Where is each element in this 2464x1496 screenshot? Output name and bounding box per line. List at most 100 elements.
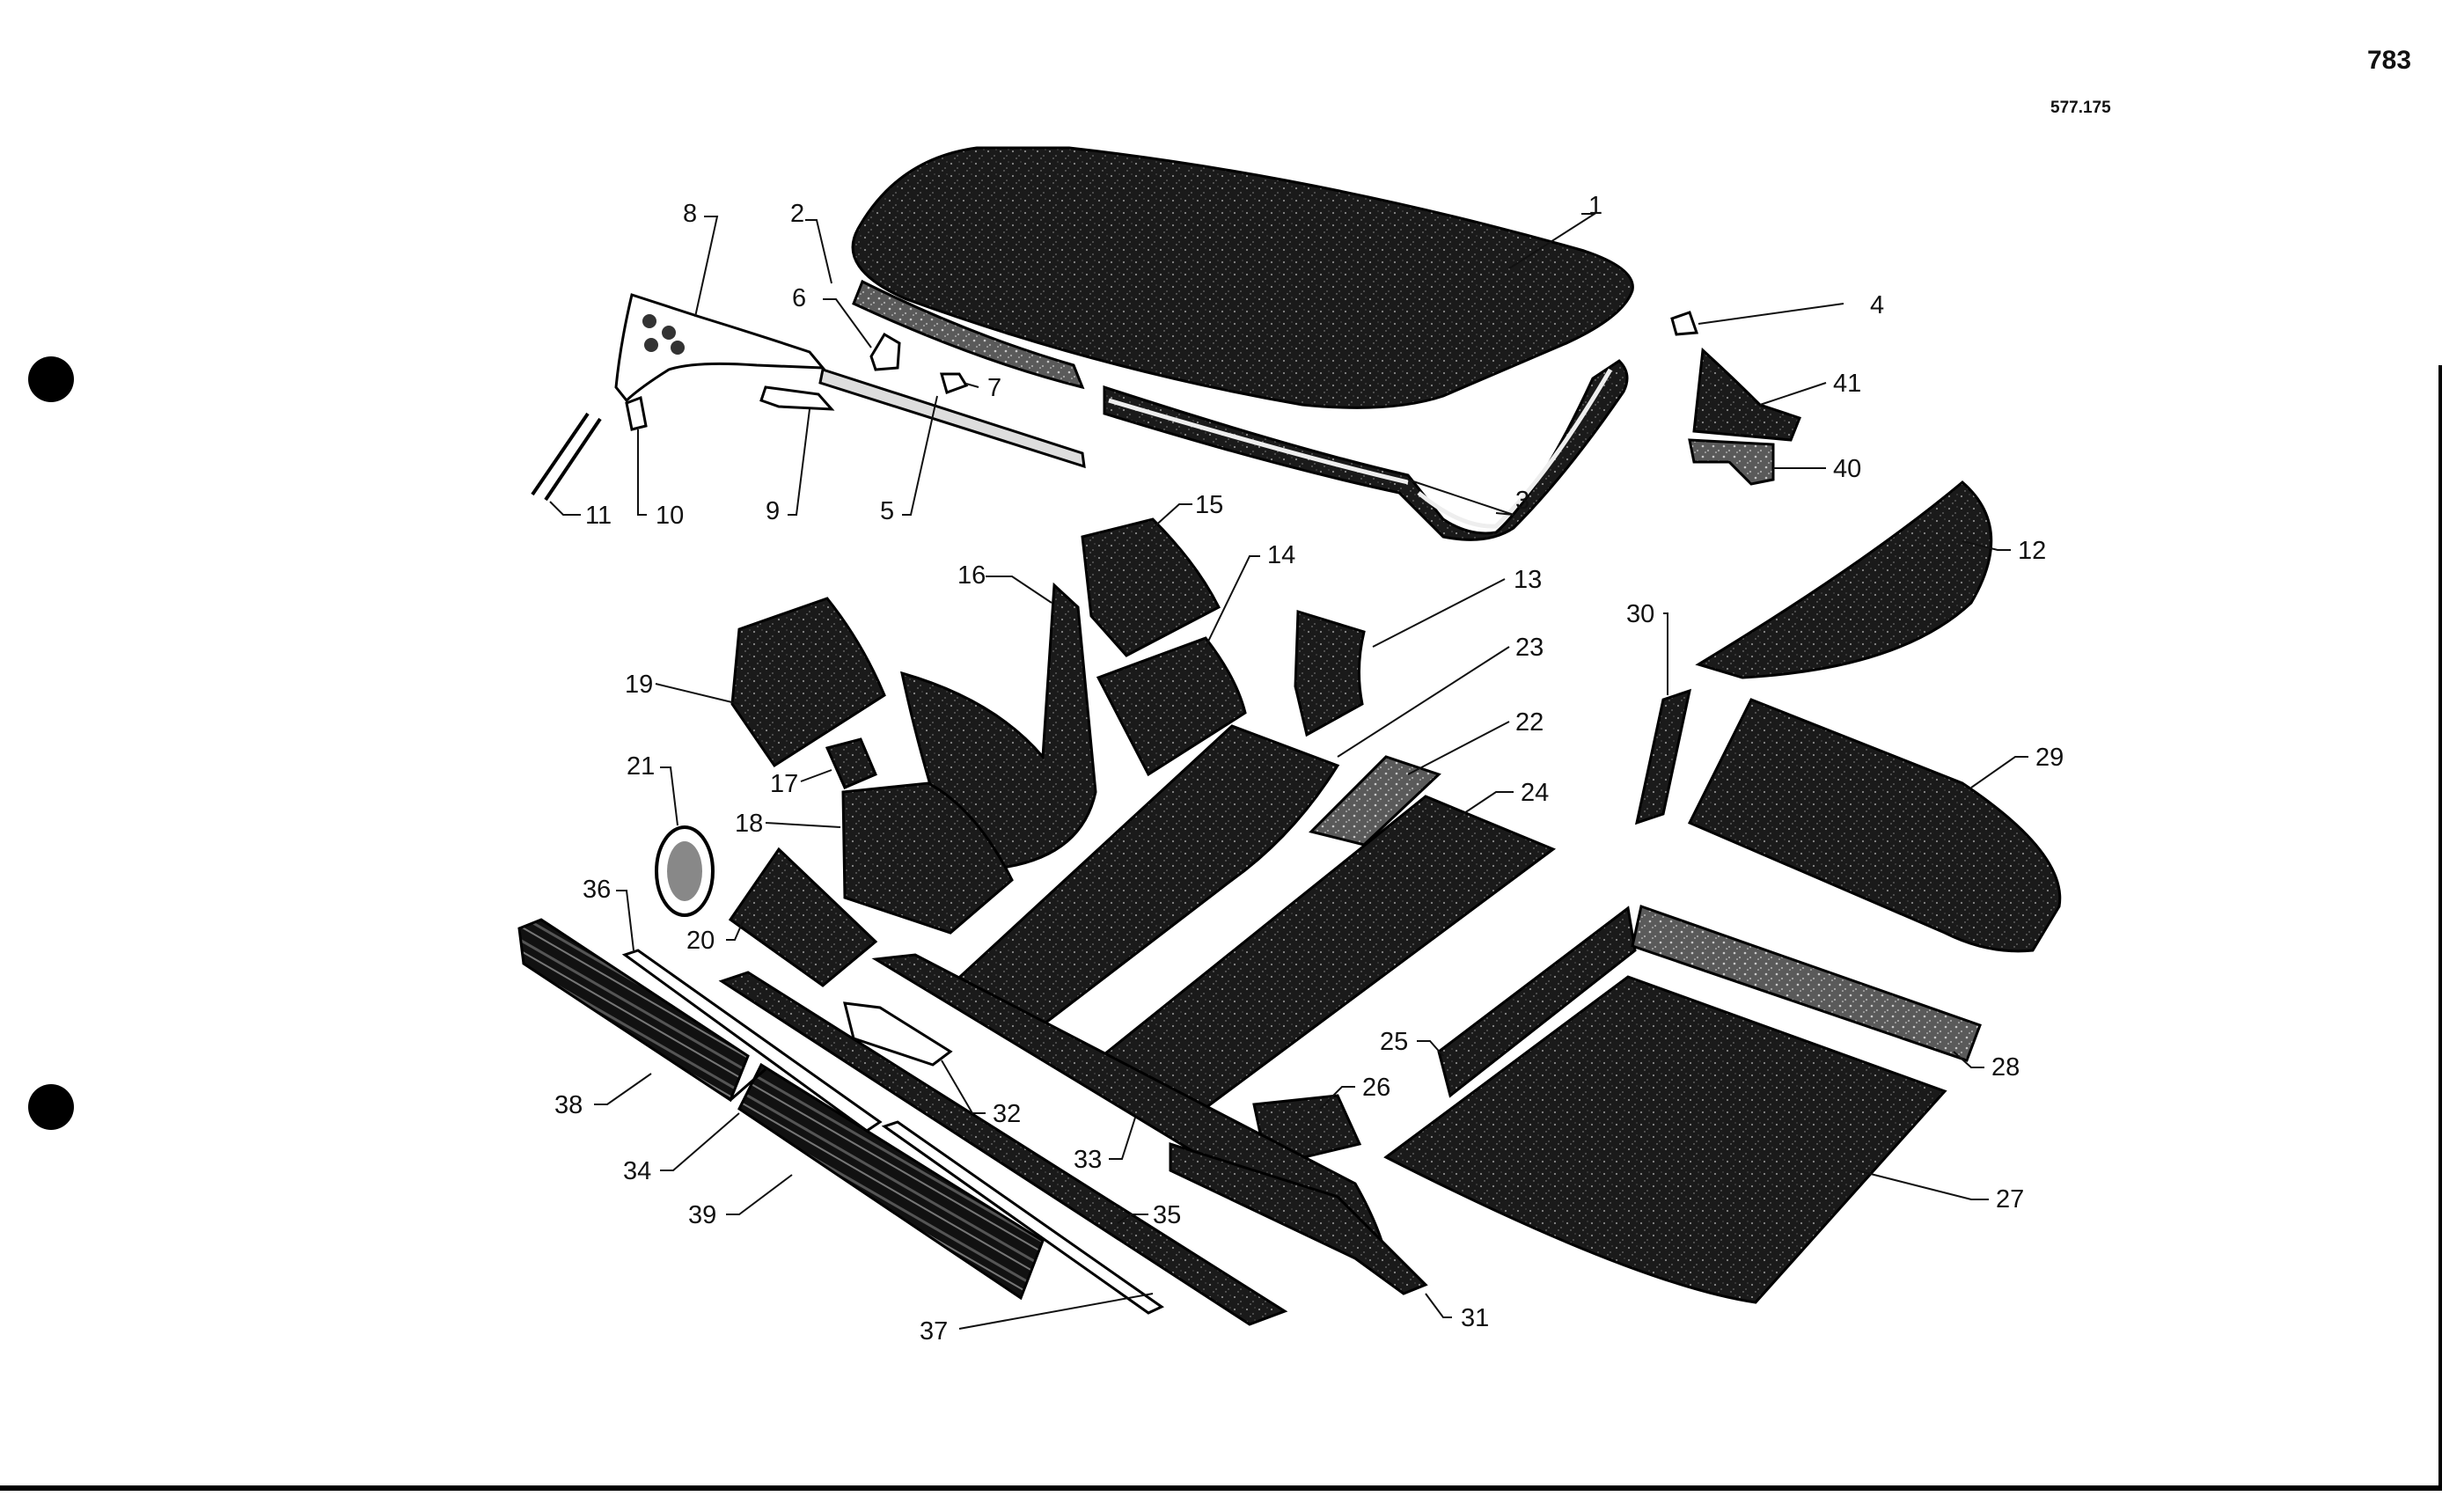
callout-28: 28 (1991, 1053, 2020, 1082)
part-9-bracket (759, 385, 835, 411)
leader-41 (1759, 382, 1827, 406)
leader-24 (1456, 791, 1514, 819)
callout-27: 27 (1996, 1185, 2024, 1214)
part-32-bracket (843, 1001, 953, 1067)
part-36-strip (621, 949, 883, 1133)
leader-21 (660, 766, 678, 826)
callout-26: 26 (1362, 1074, 1390, 1102)
callout-19: 19 (625, 671, 653, 699)
part-3-seam (1108, 368, 1613, 529)
part-38-panel (517, 918, 750, 1103)
leader-3 (1407, 479, 1514, 516)
leader-20 (726, 919, 744, 941)
leader-16 (986, 576, 1052, 604)
part-15-panel (1081, 517, 1221, 657)
part-31-strip (1169, 1141, 1428, 1295)
callout-41: 41 (1833, 370, 1861, 398)
leader-18 (765, 822, 841, 828)
part-2-trim-strip (852, 279, 1085, 390)
part-1-headliner (851, 146, 1634, 409)
part-37-strip (881, 1120, 1164, 1315)
callout-40: 40 (1833, 455, 1861, 483)
leader-7 (965, 383, 979, 388)
callout-2: 2 (790, 200, 804, 228)
leader-22 (1407, 721, 1510, 775)
leader-38 (594, 1073, 652, 1105)
callout-10: 10 (656, 502, 684, 530)
callout-17: 17 (770, 770, 798, 798)
part-6-clip (869, 332, 901, 371)
page-number: 783 (2367, 46, 2412, 75)
part-17-panel (825, 737, 877, 789)
callout-35: 35 (1153, 1201, 1181, 1229)
leader-37 (958, 1293, 1154, 1330)
part-41-panel (1692, 347, 1801, 442)
leader-19 (655, 683, 740, 705)
part-21-cup-inner (667, 841, 702, 901)
callout-7: 7 (987, 374, 1001, 402)
callout-15: 15 (1195, 491, 1223, 519)
callout-23: 23 (1515, 634, 1544, 662)
leader-23 (1337, 646, 1510, 758)
callout-37: 37 (920, 1317, 948, 1346)
part-4-clip (1670, 311, 1699, 336)
part-11-strip (531, 412, 602, 502)
binder-hole-bottom (28, 1084, 74, 1130)
binder-hole-top (28, 356, 74, 402)
part-10-clip (625, 395, 648, 431)
leader-36 (616, 890, 634, 951)
callout-11: 11 (585, 502, 612, 530)
callout-5: 5 (880, 497, 894, 525)
callout-30: 30 (1626, 600, 1654, 628)
callout-20: 20 (686, 927, 715, 955)
callout-25: 25 (1380, 1028, 1408, 1056)
callout-29: 29 (2035, 744, 2064, 772)
leader-39 (726, 1174, 793, 1215)
callout-13: 13 (1514, 566, 1542, 594)
part-8-hole (671, 341, 685, 355)
callout-3: 3 (1515, 487, 1529, 515)
part-18-panel (841, 781, 1014, 935)
callout-1: 1 (1588, 192, 1602, 220)
drawing-number: 577.175 (2050, 99, 2111, 117)
leader-34 (660, 1112, 740, 1171)
leader-6 (823, 298, 872, 348)
callout-16: 16 (957, 561, 986, 590)
leader-4 (1698, 303, 1844, 325)
leader-31 (1425, 1293, 1452, 1318)
frame-rule-right (2438, 365, 2442, 1491)
leader-25 (1417, 1040, 1444, 1057)
part-8-hole (642, 314, 656, 328)
part-22-heel-pad (1309, 755, 1441, 847)
leader-12 (1962, 540, 2011, 551)
callout-9: 9 (766, 497, 780, 525)
part-25-panel (1437, 906, 1637, 1098)
leader-5 (902, 395, 938, 516)
leader-26 (1319, 1086, 1355, 1110)
callout-36: 36 (583, 876, 611, 904)
leader-28 (1953, 1051, 1984, 1068)
part-13-panel (1294, 609, 1366, 737)
part-27-floor-mat (1383, 975, 1947, 1304)
part-40-block (1688, 438, 1775, 486)
leader-17 (800, 769, 832, 782)
callout-31: 31 (1461, 1304, 1489, 1332)
frame-rule-bottom (0, 1485, 2442, 1491)
callout-4: 4 (1870, 291, 1884, 319)
callout-32: 32 (993, 1100, 1021, 1128)
leader-27 (1856, 1170, 1989, 1200)
part-34-connector (730, 1067, 766, 1102)
leader-2 (805, 219, 832, 284)
leader-29 (1970, 756, 2028, 788)
leader-10 (637, 429, 647, 516)
part-8-hole (644, 338, 658, 352)
callout-34: 34 (623, 1157, 651, 1185)
leader-15 (1152, 503, 1192, 529)
callout-6: 6 (792, 284, 806, 312)
part-12-panel (1695, 480, 1993, 679)
part-8-corner-bracket (614, 293, 826, 403)
part-28-strip (1631, 905, 1982, 1062)
leader-8 (694, 216, 719, 318)
part-30-strip (1634, 688, 1692, 825)
